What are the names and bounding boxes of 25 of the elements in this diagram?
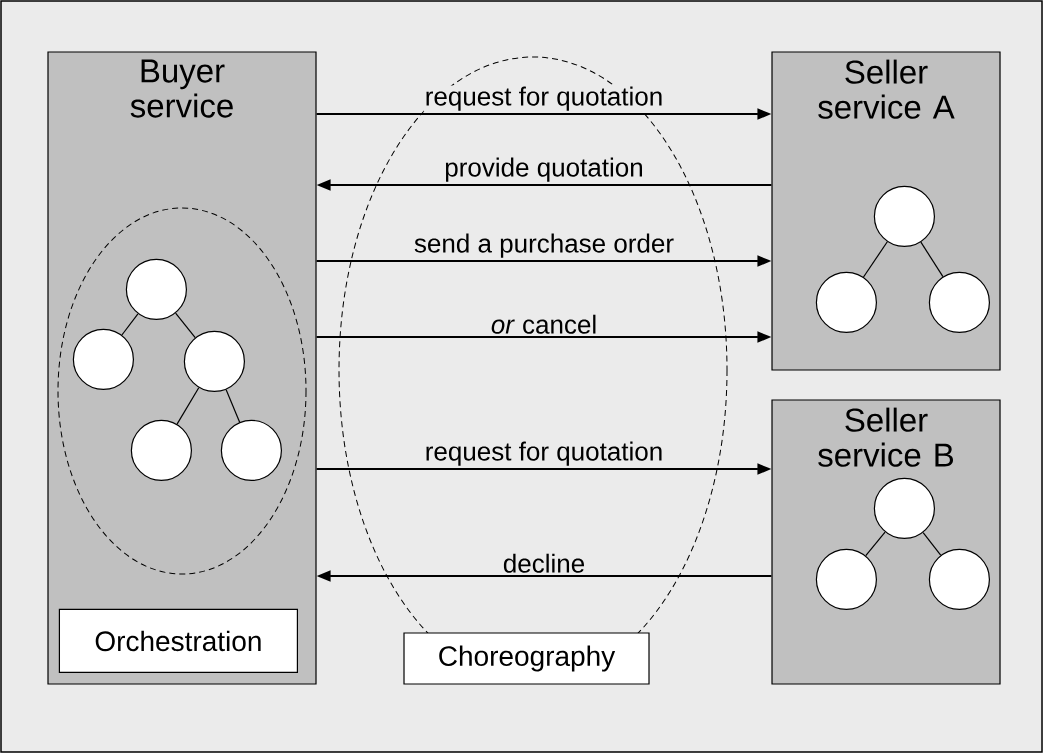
- tree-node-circle: [873, 477, 935, 539]
- tree-line: [865, 531, 886, 557]
- tree-line: [862, 241, 888, 278]
- tree-node-circle: [815, 548, 877, 610]
- tree-node-circle: [220, 419, 282, 481]
- tree-node-circle: [928, 271, 990, 333]
- edge-label: request for quotation: [423, 85, 665, 112]
- tree-node-circle: [928, 548, 990, 610]
- edge-label: send a purchase order: [412, 232, 676, 259]
- tree-node-circle: [183, 330, 245, 392]
- tree-line: [922, 532, 942, 556]
- edge-label: provide quotation: [443, 156, 645, 183]
- tree-line: [176, 387, 200, 425]
- label-box: Orchestration: [58, 608, 298, 673]
- tree-node-circle: [125, 258, 187, 320]
- label-box: Choreography: [403, 632, 650, 685]
- edge-label: request for quotation: [423, 440, 665, 467]
- tree-line: [920, 241, 944, 278]
- tree-node-circle: [815, 271, 877, 333]
- tree-node-circle: [72, 328, 134, 390]
- tree-line: [225, 389, 241, 423]
- tree-node-circle: [130, 419, 192, 481]
- tree-node-circle: [873, 185, 935, 247]
- tree-line: [175, 312, 196, 339]
- tree-line: [121, 313, 139, 336]
